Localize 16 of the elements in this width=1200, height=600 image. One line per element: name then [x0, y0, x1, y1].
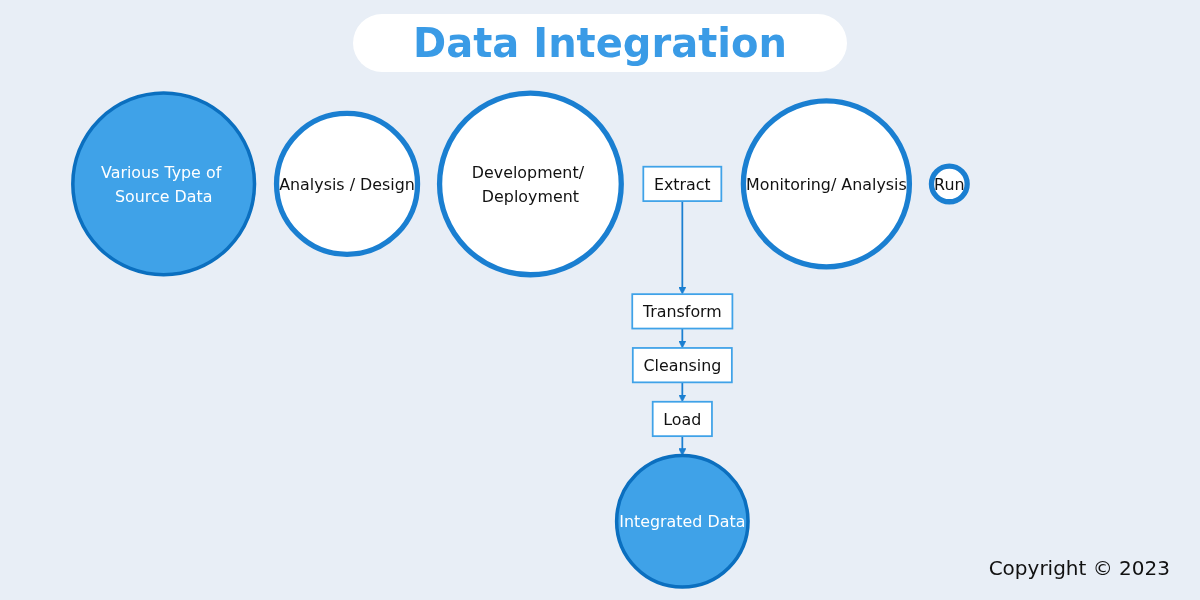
node-circle: Various Type of Source Data — [71, 91, 257, 277]
node-circle: Analysis / Design — [273, 110, 421, 258]
arrow — [678, 200, 687, 295]
node-box: Load — [651, 400, 713, 438]
arrow — [678, 327, 687, 349]
node-box: Cleansing — [631, 347, 733, 384]
title: Data Integration — [353, 14, 847, 72]
node-circle: Monitoring/ Analysis — [740, 98, 913, 270]
arrow — [678, 435, 687, 456]
node-box: Transform — [631, 293, 734, 330]
node-circle: Run — [928, 163, 970, 205]
arrow — [678, 381, 687, 403]
node-box: Extract — [642, 165, 723, 202]
copyright-note: Copyright © 2023 — [988, 556, 1170, 580]
node-circle: Development/ Deployment — [436, 90, 624, 278]
node-circle: Integrated Data — [614, 453, 750, 589]
